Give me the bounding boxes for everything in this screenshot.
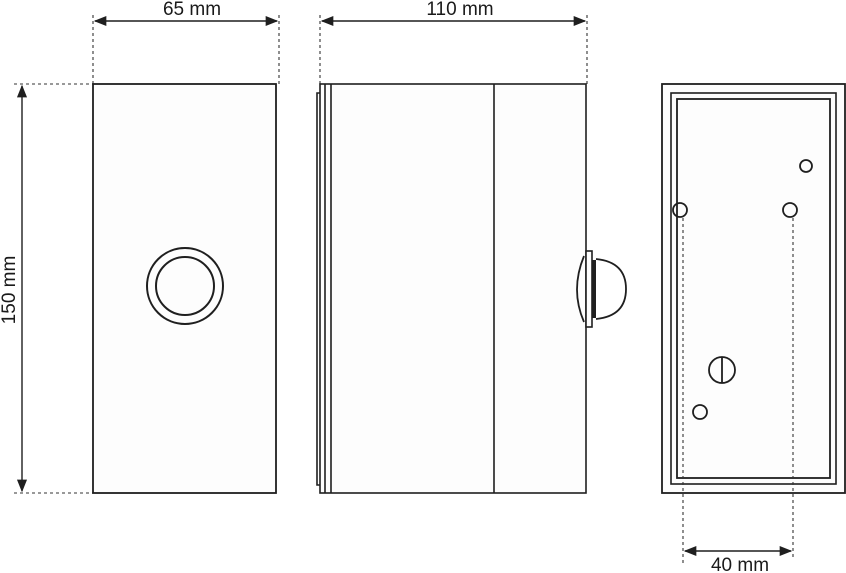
dome-sensor <box>576 250 627 328</box>
dome-rim <box>592 260 596 318</box>
screw-hole-icon <box>799 159 813 173</box>
dome-base-plate <box>585 250 593 328</box>
cable-knockout-icon <box>708 356 736 384</box>
dome-flange-curve <box>576 255 585 323</box>
back-middle-frame <box>670 92 837 485</box>
front-face <box>92 83 277 494</box>
hole-spacing-label: 40 mm <box>711 555 769 573</box>
back-inner-frame <box>676 98 831 479</box>
lens-outer-ring <box>146 247 224 325</box>
height-dimension: 150 mm <box>0 83 93 494</box>
depth-label: 110 mm <box>426 0 493 20</box>
back-outer-frame <box>661 83 846 494</box>
front-view <box>92 83 277 494</box>
lens-inner-ring <box>155 256 215 316</box>
width-label: 65 mm <box>163 0 221 20</box>
dome-cap <box>595 258 627 320</box>
width-dimension: 65 mm <box>92 0 280 84</box>
back-plate-edge <box>316 92 321 486</box>
back-view <box>661 83 846 494</box>
side-body <box>319 83 587 494</box>
screw-hole-icon <box>692 404 708 420</box>
mounting-hole-right-icon <box>782 202 798 218</box>
depth-dimension: 110 mm <box>319 0 588 84</box>
hole-spacing-dimension: 40 mm <box>682 218 794 573</box>
side-view <box>316 83 627 494</box>
height-label: 150 mm <box>0 256 20 325</box>
mounting-hole-left-icon <box>672 202 688 218</box>
